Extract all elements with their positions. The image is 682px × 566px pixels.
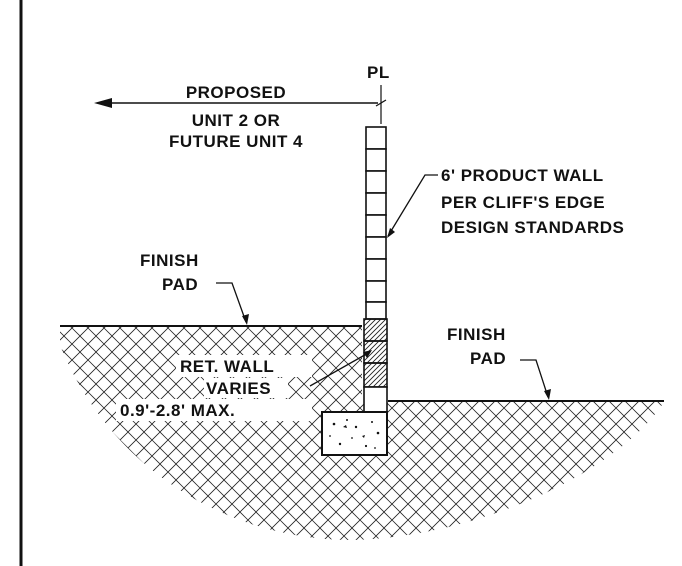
finish-pad-left-line-1: FINISH — [140, 251, 199, 270]
retaining-wall-line-1: RET. WALL — [180, 357, 274, 376]
finish-pad-right-line-1: FINISH — [447, 325, 506, 344]
finish-pad-right-label: FINISH PAD — [447, 325, 506, 368]
retaining-wall-line-2: VARIES — [206, 379, 271, 398]
product-wall-leader — [387, 174, 438, 237]
finish-pad-left-line-2: PAD — [162, 275, 198, 294]
finish-pad-right-leader — [520, 359, 549, 398]
proposed-line-1: PROPOSED — [186, 83, 286, 102]
retaining-wall — [363, 318, 388, 413]
product-wall-label: 6' PRODUCT WALL PER CLIFF'S EDGE DESIGN … — [441, 166, 624, 237]
product-wall-line-1: 6' PRODUCT WALL — [441, 166, 604, 185]
finish-pad-left-label: FINISH PAD — [140, 251, 199, 294]
proposed-direction-arrow — [94, 98, 378, 108]
proposed-line-2: UNIT 2 OR — [192, 111, 281, 130]
finish-pad-left-leader — [216, 282, 247, 323]
retaining-wall-label: RET. WALL VARIES 0.9'-2.8' MAX. — [116, 355, 312, 421]
property-line-symbol: PL — [367, 63, 390, 124]
product-wall — [365, 126, 387, 320]
footing — [321, 411, 388, 456]
proposed-unit-label: PROPOSED UNIT 2 OR FUTURE UNIT 4 — [169, 83, 303, 151]
product-wall-line-3: DESIGN STANDARDS — [441, 218, 624, 237]
finish-pad-right-line-2: PAD — [470, 349, 506, 368]
product-wall-line-2: PER CLIFF'S EDGE — [441, 193, 605, 212]
retaining-wall-leader — [309, 351, 371, 387]
retaining-wall-line-3: 0.9'-2.8' MAX. — [120, 401, 235, 420]
property-line-label: PL — [367, 63, 390, 82]
proposed-line-3: FUTURE UNIT 4 — [169, 132, 303, 151]
